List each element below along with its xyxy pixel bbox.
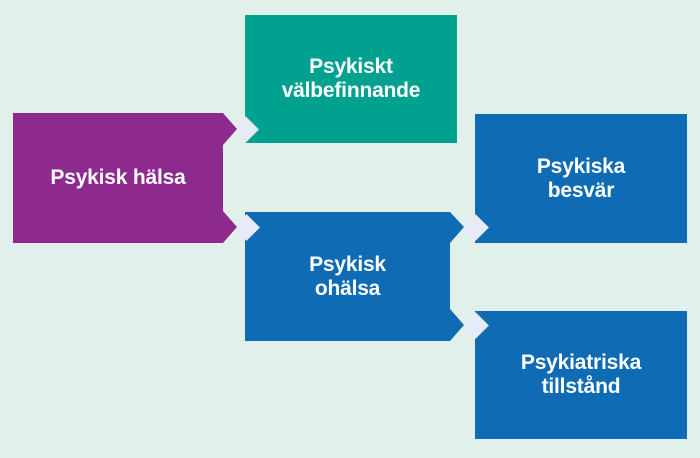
node-psykiatriska-tillstand: Psykiatriska tillstånd	[475, 311, 687, 439]
node-psykiatriska-tillstand-label: Psykiatriska tillstånd	[520, 351, 642, 398]
node-psykiskt-valbefinnande-label: Psykiskt välbefinnande	[281, 55, 421, 102]
node-psykisk-halsa-label: Psykisk hälsa	[50, 166, 186, 190]
node-psykisk-ohalsa-label: Psykisk ohälsa	[309, 252, 386, 300]
node-psykiskt-valbefinnande: Psykiskt välbefinnande	[245, 15, 457, 143]
node-psykiska-besvar-label: Psykiska besvär	[536, 154, 626, 202]
node-psykiska-besvar: Psykiska besvär	[475, 114, 687, 243]
node-psykisk-halsa: Psykisk hälsa	[13, 113, 237, 243]
node-psykisk-ohalsa: Psykisk ohälsa	[245, 212, 464, 341]
